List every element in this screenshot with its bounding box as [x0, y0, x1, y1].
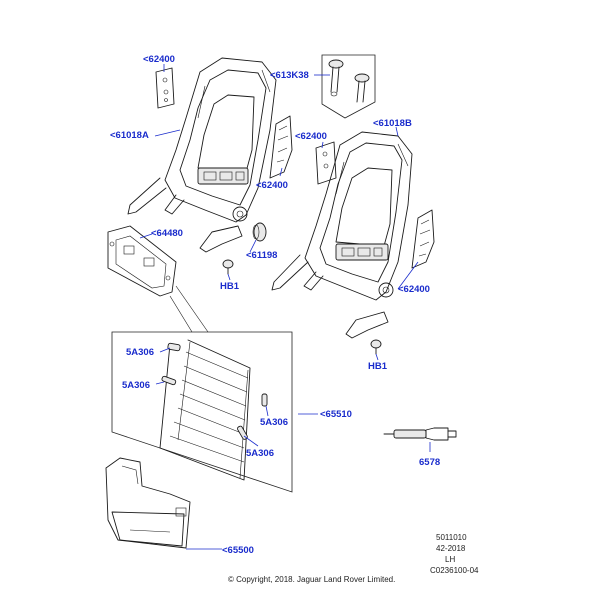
clip-5a306-a — [167, 342, 181, 352]
illustration-code: 5011010 — [436, 533, 467, 542]
callout-62400-a[interactable]: <62400 — [143, 54, 175, 65]
callout-5a306-b[interactable]: 5A306 — [122, 380, 150, 391]
side-cover-62400-b — [269, 115, 293, 179]
trim-plate-62400-c — [315, 141, 337, 185]
callout-61018b[interactable]: <61018B — [373, 118, 412, 129]
callout-6578[interactable]: 6578 — [419, 457, 440, 468]
callout-61018a[interactable]: <61018A — [110, 130, 149, 141]
callout-62400-b[interactable]: <62400 — [256, 180, 288, 191]
clip-5a306-c — [261, 393, 268, 407]
bolt-hb1-a — [222, 259, 234, 275]
seat-frame-left — [127, 57, 277, 253]
callout-62400-c[interactable]: <62400 — [295, 131, 327, 142]
grease-tube-6578 — [383, 427, 457, 441]
callout-hb1-a[interactable]: HB1 — [220, 281, 240, 292]
callout-62400-d[interactable]: <62400 — [398, 284, 430, 295]
suspension-mat-box — [111, 331, 293, 493]
side-cover-62400-d — [411, 209, 435, 269]
bolt-613k38-a — [328, 59, 344, 97]
callout-65500[interactable]: <65500 — [222, 545, 254, 556]
illustration-side: LH — [445, 555, 455, 564]
clip-5a306-b — [161, 375, 177, 386]
fastener-box-613k38 — [321, 54, 376, 119]
callout-61198[interactable]: <61198 — [246, 250, 277, 261]
callout-64480[interactable]: <64480 — [151, 228, 183, 239]
clip-5a306-d — [237, 425, 248, 440]
lumbar-plate-64480 — [107, 225, 177, 297]
bolt-613k38-b — [354, 73, 370, 103]
seat-frame-right — [271, 131, 413, 339]
callout-613k38[interactable]: <613K38 — [270, 70, 309, 81]
callout-hb1-b[interactable]: HB1 — [368, 361, 388, 372]
recliner-knob-61198 — [252, 222, 267, 242]
callout-5a306-a[interactable]: 5A306 — [126, 347, 154, 358]
back-panel-65500 — [105, 457, 191, 549]
bolt-hb1-b — [370, 339, 382, 355]
trim-plate-62400-a — [155, 67, 175, 109]
callout-5a306-c[interactable]: 5A306 — [260, 417, 288, 428]
callout-5a306-d[interactable]: 5A306 — [246, 448, 274, 459]
drawing-number: C0236100-04 — [430, 566, 479, 575]
illustration-date: 42-2018 — [436, 544, 466, 553]
copyright-notice: © Copyright, 2018. Jaguar Land Rover Lim… — [228, 575, 395, 584]
suspension-mat-65510 — [159, 339, 251, 481]
callout-65510[interactable]: <65510 — [320, 409, 352, 420]
